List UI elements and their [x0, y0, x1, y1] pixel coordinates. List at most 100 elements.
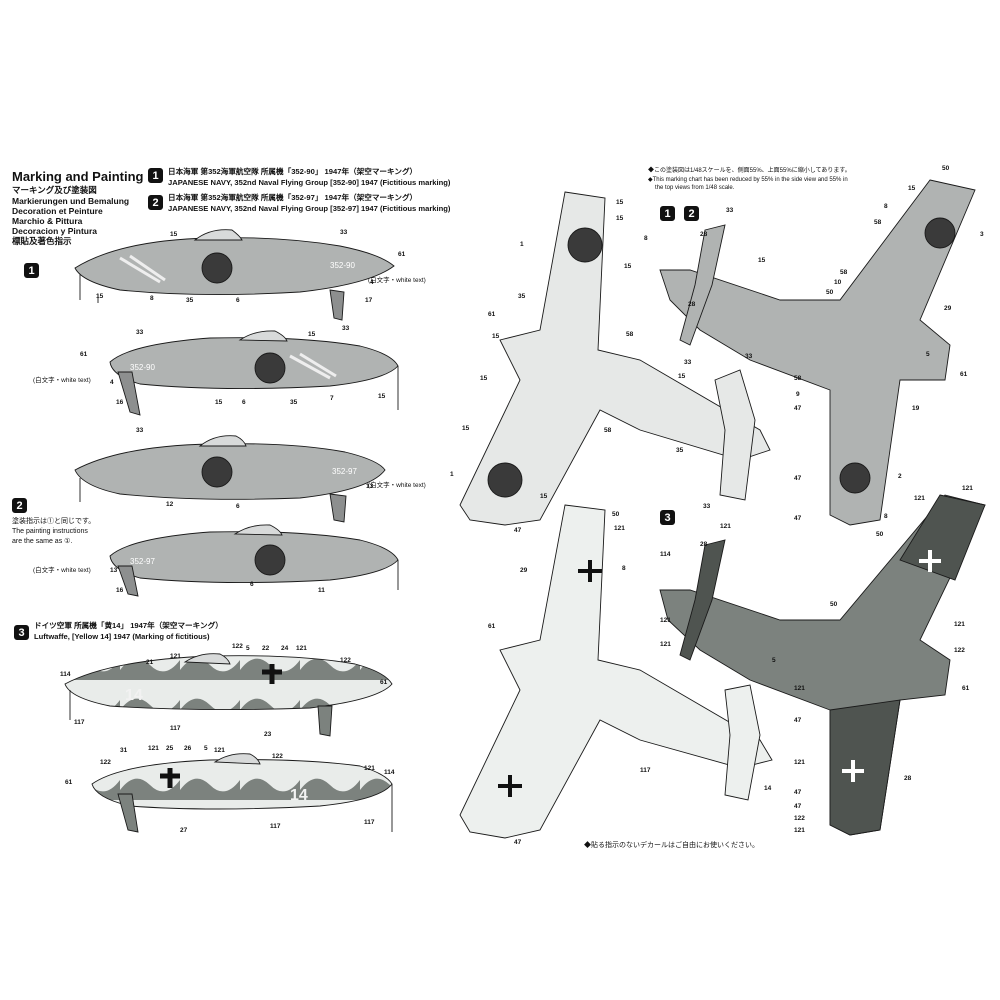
- callout-t1u-18: 33: [703, 503, 711, 510]
- callout-t1u-17: 47: [514, 527, 522, 534]
- callout-s1b-10: 15: [378, 393, 386, 400]
- callout-t3p-2: 28: [700, 541, 708, 548]
- callout-s3a-9: 117: [74, 719, 85, 726]
- callout-t3p-4: 121: [660, 641, 671, 648]
- callout-s1b-3: 4: [110, 379, 114, 386]
- white-text-note-2: (白文字・white text): [33, 377, 91, 384]
- callout-s1b-0: 33: [136, 329, 144, 336]
- top-scheme-3-marker: 3: [660, 508, 675, 526]
- s2a-code: 352-97: [332, 467, 357, 476]
- callout-s3a-4: 121: [296, 645, 307, 652]
- callout-s3b-8: 114: [384, 769, 395, 776]
- scheme-1-title-en: JAPANESE NAVY, 352nd Naval Flying Group …: [168, 178, 451, 187]
- callout-s1b-2: 61: [80, 351, 88, 358]
- subtitle-es: Decoracion y Pintura: [12, 226, 98, 236]
- callout-t1u-9: 15: [480, 375, 488, 382]
- side-view-s1-a: [74, 229, 395, 321]
- callout-t3p-8: 5: [772, 657, 776, 664]
- callout-t1u-2: 1: [520, 241, 524, 248]
- callout-t3p-17: 28: [904, 775, 912, 782]
- top-scheme-1-marker: 1: [660, 204, 675, 222]
- callout-s3a-0: 122: [232, 643, 243, 650]
- callout-t3u-3: 29: [520, 567, 528, 574]
- subtitle-it: Marchio & Pittura: [12, 216, 83, 226]
- section-3-marker: 3: [14, 623, 29, 641]
- callout-s3a-5: 21: [146, 659, 154, 666]
- s3b-yellow-code: 14: [290, 787, 308, 804]
- callout-t3p-1: 121: [720, 523, 731, 530]
- callout-s1b-5: 33: [136, 427, 144, 434]
- s1b-code: 352-90: [130, 363, 155, 372]
- callout-s3a-3: 24: [281, 645, 289, 652]
- callout-t1p-6: 10: [834, 279, 842, 286]
- callout-s3a-12: 122: [340, 657, 351, 664]
- s1a-code: 352-90: [330, 261, 355, 270]
- scheme-3-title-en: Luftwaffe, [Yellow 14] 1947 (Marking of …: [34, 632, 210, 641]
- white-text-note-3: (白文字・white text): [368, 482, 426, 489]
- callout-s3a-2: 22: [262, 645, 270, 652]
- callout-s1a-9: 33: [342, 325, 350, 332]
- callout-t1p-7: 50: [826, 289, 834, 296]
- subtitle-fr: Decoration et Peinture: [12, 206, 103, 216]
- callout-s1a-7: 4: [370, 279, 374, 286]
- callout-t1p-21: 50: [942, 165, 950, 172]
- callout-t1p-12: 58: [794, 375, 802, 382]
- callout-s3b-7: 121: [364, 765, 375, 772]
- callout-t1p-20: 58: [874, 219, 882, 226]
- callout-t1p-9: 2: [898, 473, 902, 480]
- callout-t1p-16: 47: [794, 475, 802, 482]
- callout-s3b-11: 117: [270, 823, 281, 830]
- callout-t1u-14: 33: [745, 353, 753, 360]
- callout-t1p-4: 33: [684, 359, 692, 366]
- scheme-1-marker: 1: [148, 166, 163, 184]
- callout-t1u-4: 15: [624, 263, 632, 270]
- callout-s1a-2: 61: [398, 251, 406, 258]
- top-view-3-upper: [659, 494, 986, 836]
- callout-s1a-5: 35: [186, 297, 194, 304]
- same-as-note-jp: 塗装指示は①と同じです。: [12, 518, 96, 525]
- subtitle-zh: 標貼及著色指示: [12, 236, 72, 246]
- top-scheme-2-marker: 2: [684, 204, 699, 222]
- callout-s3b-10: 122: [100, 759, 111, 766]
- callout-s2a-1: 12: [166, 501, 174, 508]
- callout-s3b-2: 25: [166, 745, 174, 752]
- callout-t3u-1: 121: [614, 525, 625, 532]
- callout-t1u-5: 35: [518, 293, 526, 300]
- subtitle-jp: マーキング及び塗装図: [12, 185, 97, 195]
- callout-t1p-13: 9: [796, 391, 800, 398]
- callout-t3p-6: 121: [954, 621, 965, 628]
- callout-s3a-8: 61: [380, 679, 388, 686]
- callout-t1p-0: 33: [726, 207, 734, 214]
- callout-t3u-4: 61: [488, 623, 496, 630]
- top-view-1-upper: [659, 179, 976, 526]
- callout-s1b-9: 7: [330, 395, 334, 402]
- callout-t1u-7: 61: [488, 311, 496, 318]
- callout-s3a-11: 23: [264, 731, 272, 738]
- scale-note-en-2: the top views from 1/48 scale.: [655, 185, 735, 191]
- callout-t3p-5: 50: [830, 601, 838, 608]
- callout-s2b-0: 13: [110, 567, 118, 574]
- callout-t1u-1: 8: [644, 235, 648, 242]
- no-decal-note: ◆貼る指示のないデカールはご自由にお使いください。: [584, 842, 759, 849]
- callout-t1u-10: 15: [678, 373, 686, 380]
- callout-t3p-3: 121: [660, 617, 671, 624]
- callout-t1p-5: 58: [840, 269, 848, 276]
- callout-s1a-0: 15: [170, 231, 178, 238]
- callout-t3p-12: 121: [794, 759, 805, 766]
- section-2-marker: 2: [12, 496, 27, 514]
- s3a-yellow-code: 14: [125, 687, 143, 704]
- callout-t3p-14: 122: [794, 815, 805, 822]
- top-view-1-underside: [459, 191, 771, 526]
- side-view-s2-a: [74, 435, 386, 523]
- callout-t1p-10: 29: [944, 305, 952, 312]
- section-1-marker: 1: [24, 261, 39, 279]
- callout-t1u-16: 15: [540, 493, 548, 500]
- callout-s1b-4: 16: [116, 399, 124, 406]
- callout-t3p-9: 121: [794, 685, 805, 692]
- callout-t1u-0: 15: [616, 199, 624, 206]
- scheme-2-title-jp: 日本海軍 第352海軍航空隊 所属機「352-97」 1947年（架空マーキング…: [168, 193, 418, 202]
- callout-labels: 15 33 61 15 8 35 6 4 17 33 33 15 61 4 16…: [60, 165, 984, 846]
- callout-t3u-2: 8: [622, 565, 626, 572]
- callout-s3a-7: 114: [60, 671, 71, 678]
- callout-t1u-15: 1: [450, 471, 454, 478]
